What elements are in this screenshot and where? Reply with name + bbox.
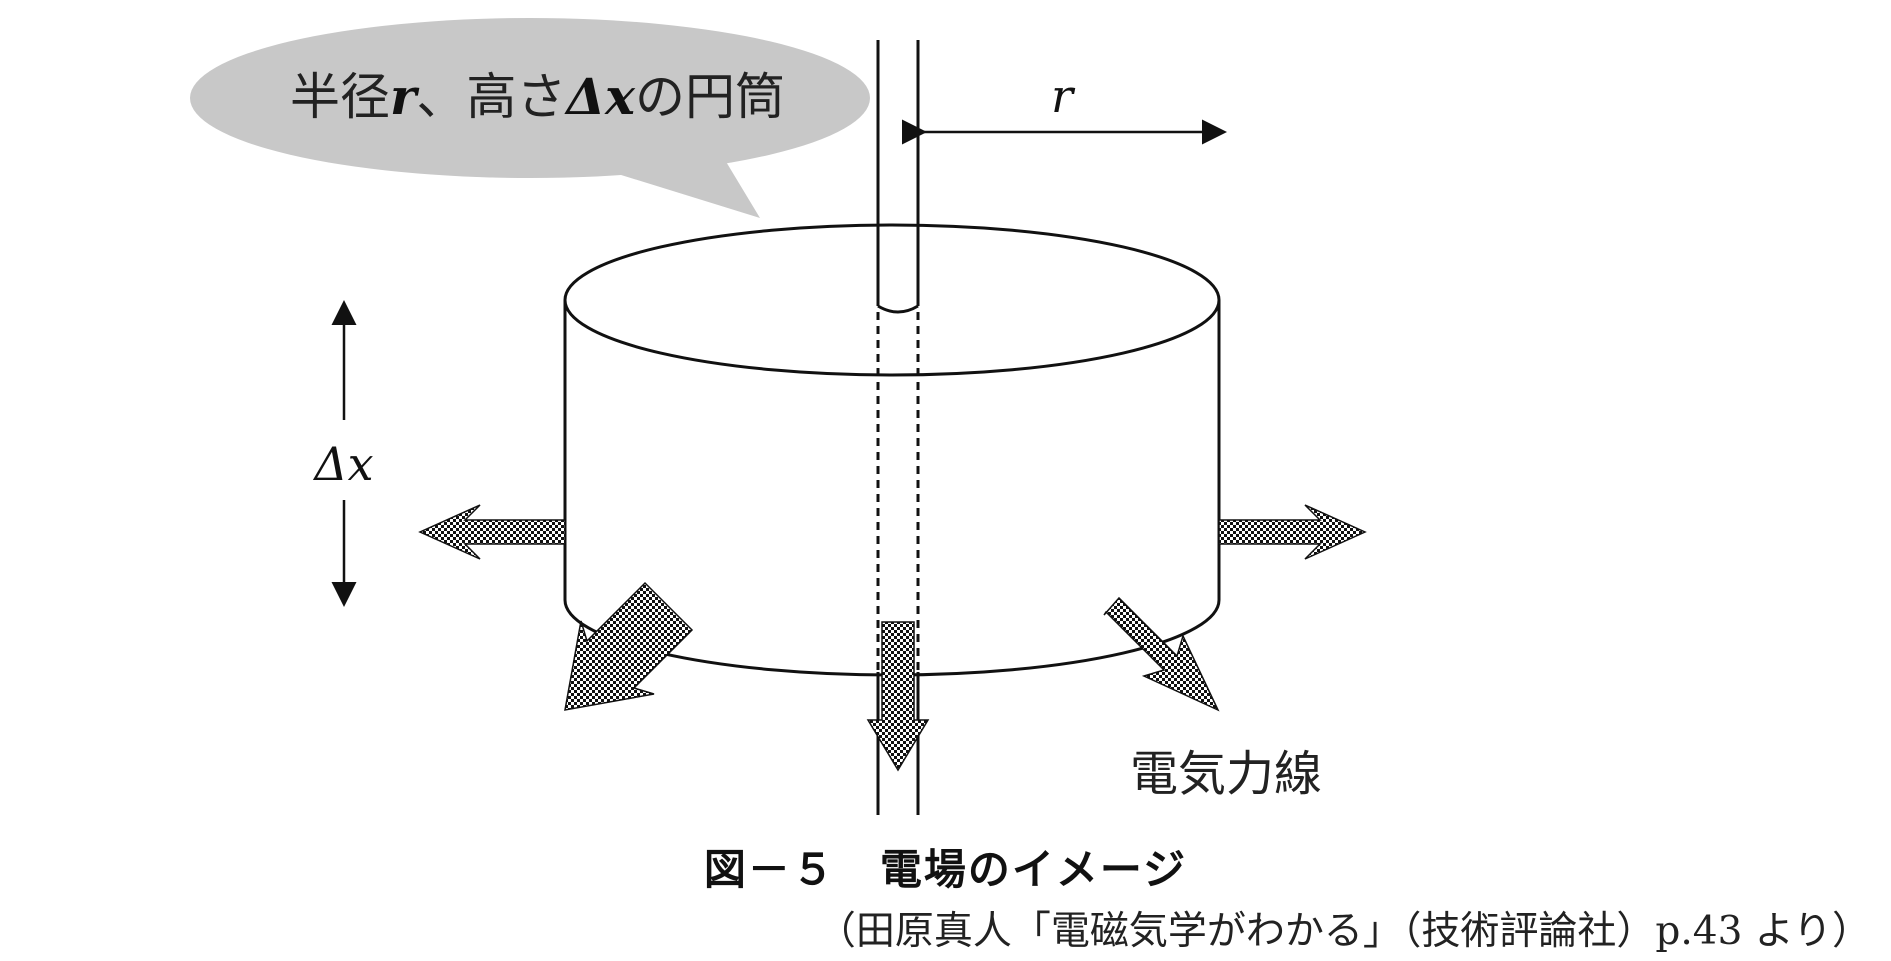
field-lines-label: 電気力線 (1130, 746, 1322, 802)
field-arrow-right-icon (1218, 504, 1367, 560)
field-arrow-down-icon (866, 621, 930, 772)
figure-caption: 図－５ 電場のイメージ (703, 845, 1188, 894)
field-arrow-lower-right-icon (1103, 596, 1220, 712)
field-arrow-left-icon (418, 504, 566, 560)
radius-dimension: r (902, 69, 1227, 145)
field-arrow-lower-left-icon (564, 581, 694, 711)
source-citation: （田原真人「電磁気学がわかる」（技術評論社）p.43 より） (816, 909, 1871, 954)
field-arrows (418, 504, 1367, 772)
bubble-text: 半径r、高さΔxの円筒 (290, 67, 785, 126)
wire-cut-end (877, 304, 919, 314)
radius-label: r (1051, 69, 1076, 123)
height-dimension: Δx (312, 300, 374, 607)
speech-bubble: 半径r、高さΔxの円筒 (190, 18, 870, 218)
cylinder-top-ellipse (563, 223, 1221, 377)
charged-wire (876, 40, 920, 815)
height-label: Δx (312, 437, 373, 491)
